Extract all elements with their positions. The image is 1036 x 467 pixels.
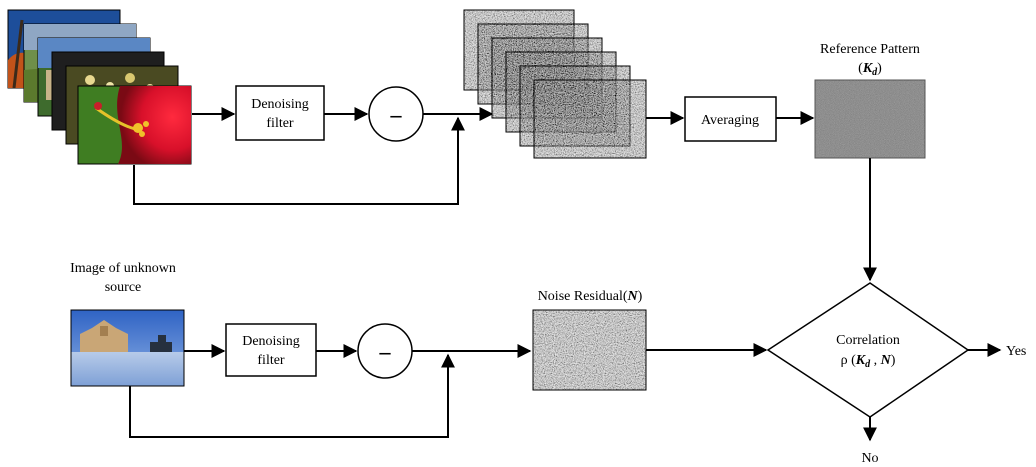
correlation-decision: Correlation ρ (Kd , N) <box>766 282 970 418</box>
denoising-filter-bottom-line2: filter <box>257 353 285 368</box>
denoising-filter-bottom: Denoising filter <box>225 323 317 377</box>
noise-residual-n: Noise Residual(N) <box>532 289 647 391</box>
denoising-filter-bottom-line1: Denoising <box>242 334 300 349</box>
subtract-node-top: – <box>368 86 424 142</box>
minus-sign-bottom: – <box>379 339 392 364</box>
no-label: No <box>861 451 878 466</box>
correlation-label: Correlation <box>836 333 900 348</box>
bypass-line-bottom <box>129 353 455 438</box>
noise-residual-label: Noise Residual(N) <box>538 289 643 304</box>
reference-pattern-symbol: (Kd) <box>858 61 882 78</box>
reference-pattern: Reference Pattern (Kd) <box>814 42 926 159</box>
yes-label: Yes <box>1006 344 1026 359</box>
minus-sign-top: – <box>390 102 403 127</box>
unknown-image-label-line2: source <box>105 280 142 295</box>
averaging-label: Averaging <box>701 113 759 128</box>
averaging-box: Averaging <box>684 96 777 142</box>
denoising-filter-top: Denoising filter <box>235 85 325 141</box>
bypass-line-top <box>133 116 465 205</box>
subtract-node-bottom: – <box>357 323 413 379</box>
correlation-formula: ρ (Kd , N) <box>841 353 896 370</box>
unknown-image-label-line1: Image of unknown <box>70 261 176 276</box>
training-images-stack <box>7 9 192 165</box>
photo-red-flower <box>77 85 192 165</box>
denoising-filter-top-line2: filter <box>266 116 294 131</box>
denoising-filter-top-line1: Denoising <box>251 97 309 112</box>
noise-residual-stack <box>463 9 647 159</box>
reference-pattern-title: Reference Pattern <box>820 42 920 57</box>
unknown-source-photo <box>70 309 185 387</box>
